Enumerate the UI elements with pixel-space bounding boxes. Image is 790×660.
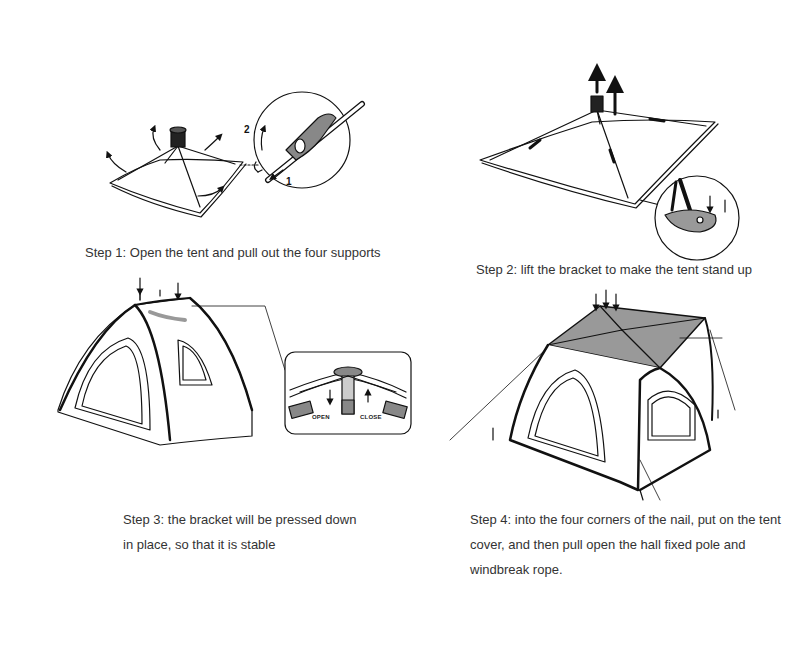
step-caption: Step 4: into the four corners of the nai…	[470, 507, 782, 582]
part-label: OPEN	[312, 414, 342, 420]
step-caption: Step 3: the bracket will be pressed down…	[123, 507, 363, 557]
step-caption: Step 1: Open the tent and pull out the f…	[85, 240, 415, 265]
step-caption: Step 2: lift the bracket to make the ten…	[476, 257, 786, 282]
part-label: CLOSE	[360, 414, 390, 420]
callout-number: 1	[286, 176, 298, 187]
callout-number: 2	[244, 124, 256, 135]
